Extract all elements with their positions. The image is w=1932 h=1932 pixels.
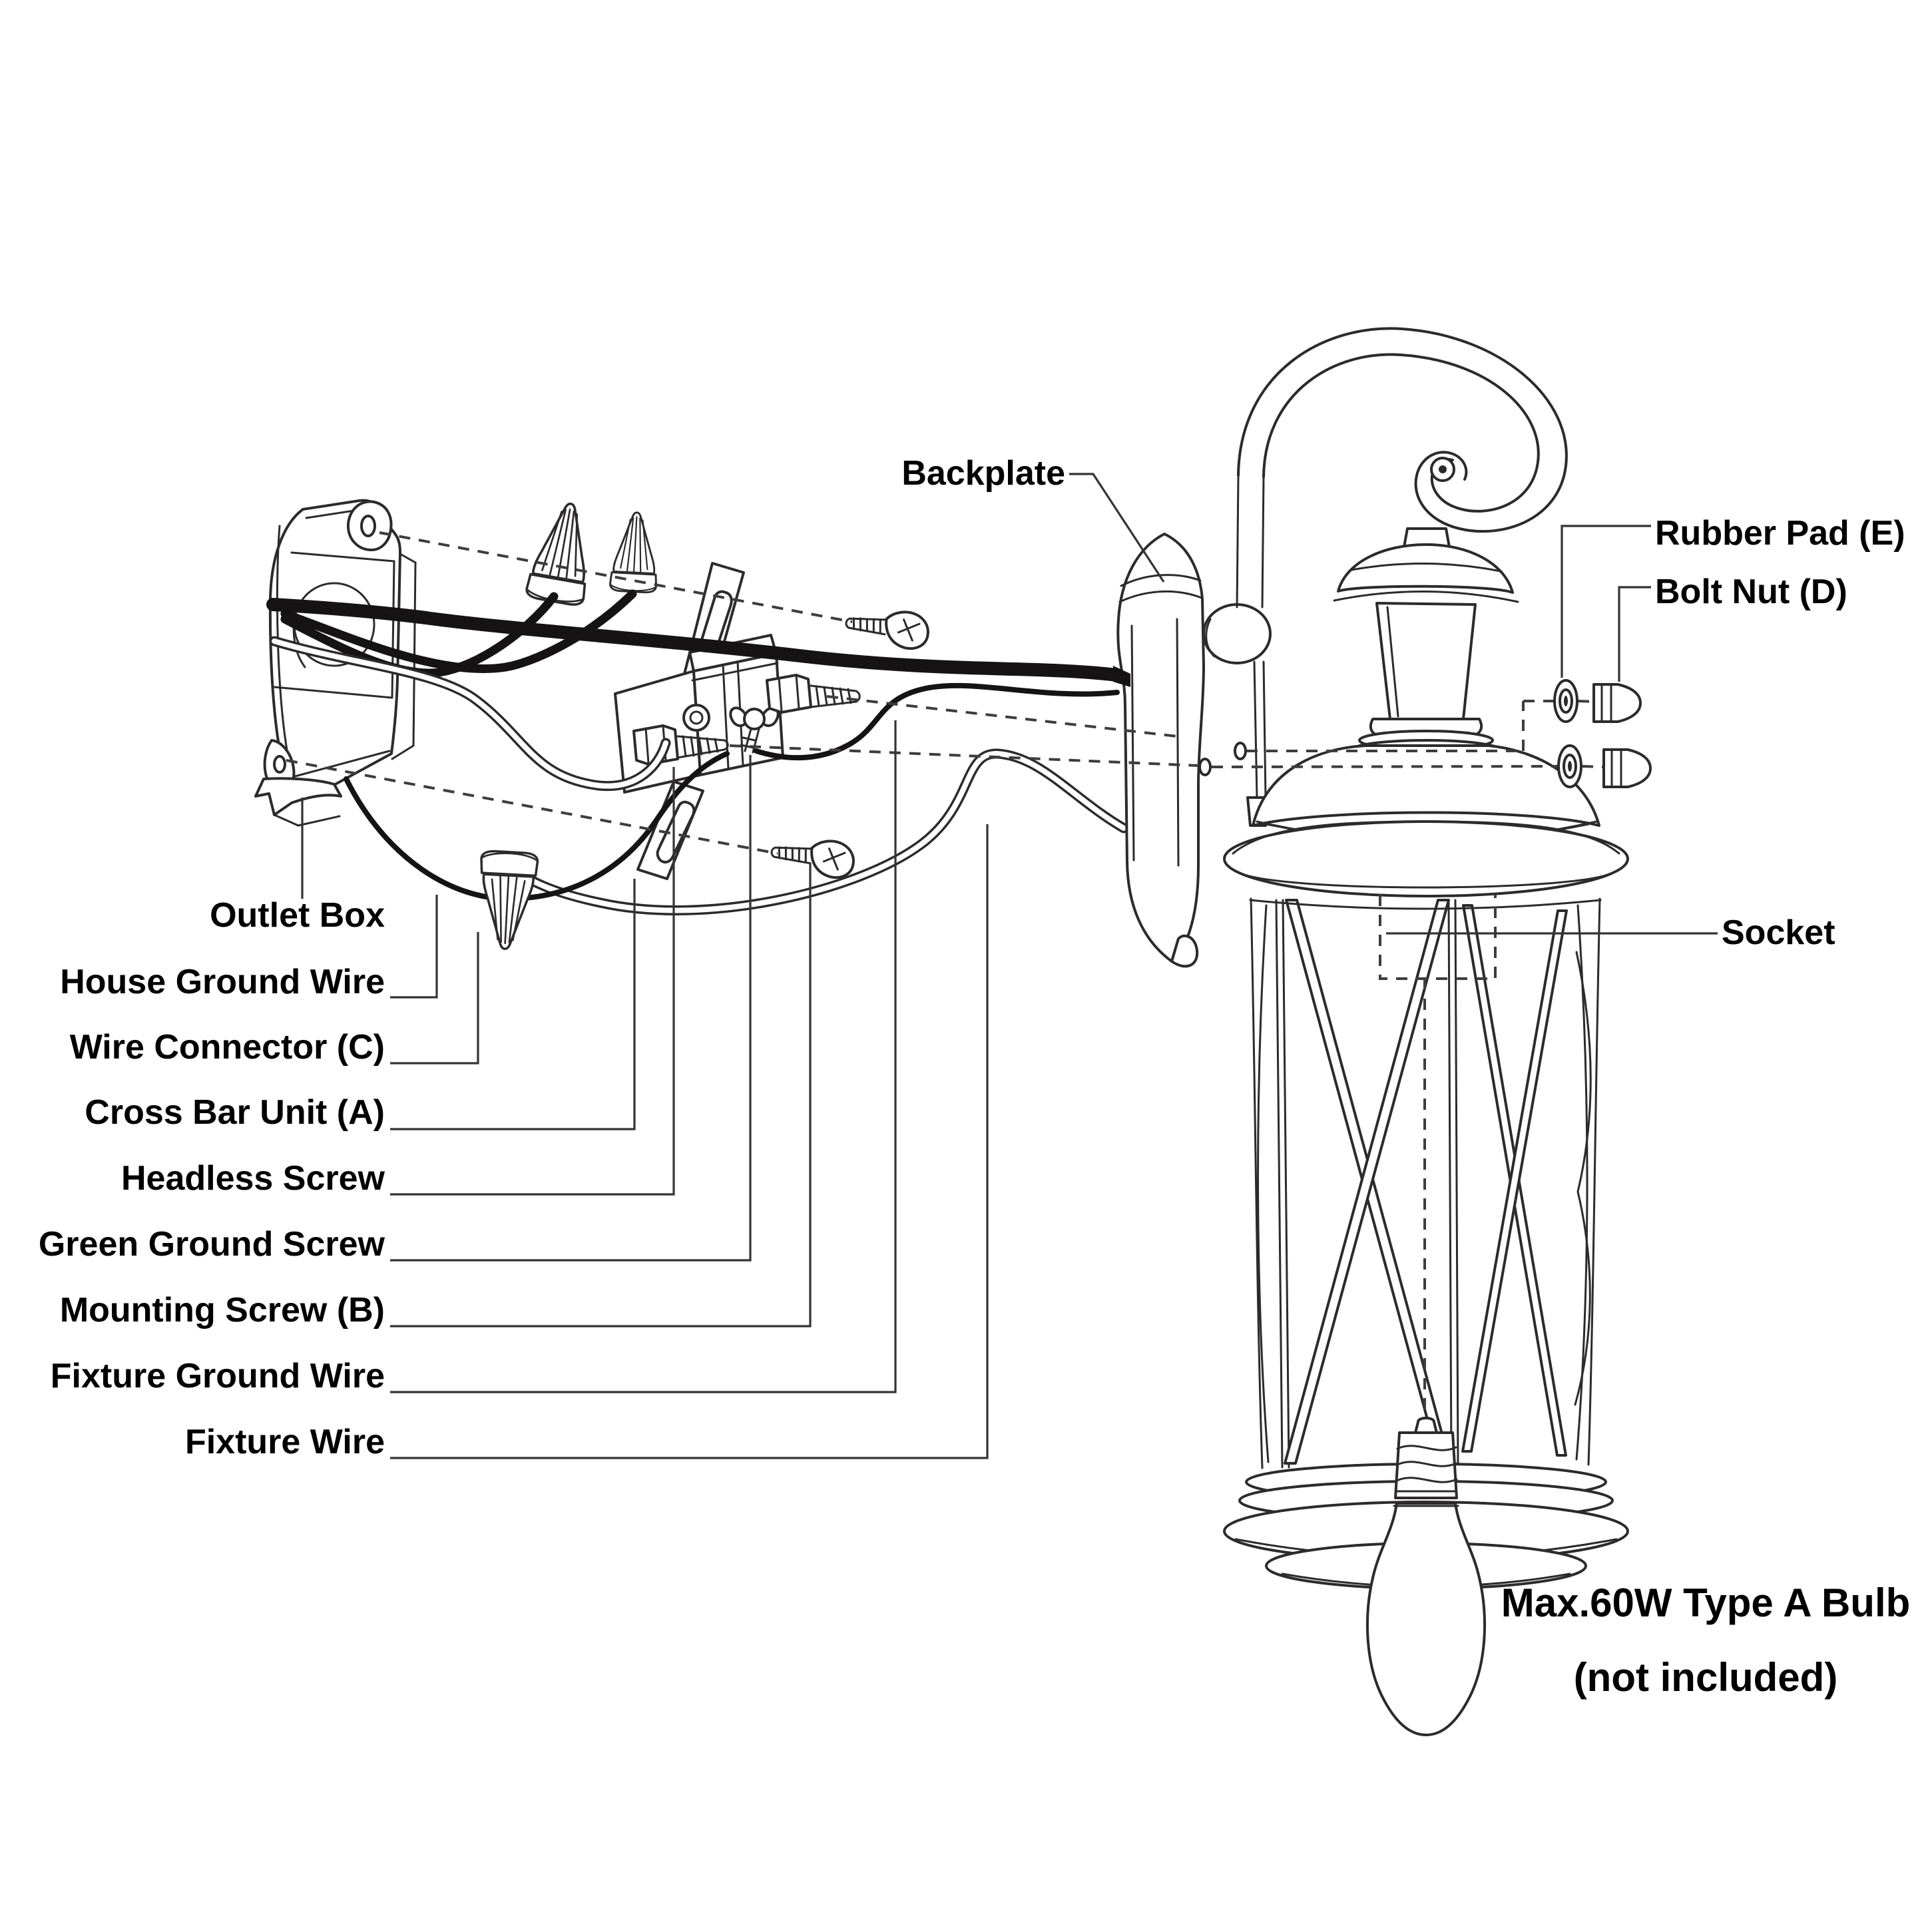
label-rubber-pad: Rubber Pad (E) [1655,514,1905,553]
headless-screw-upper [766,674,861,714]
label-fixture-ground-wire: Fixture Ground Wire [51,1357,385,1395]
label-headless-screw: Headless Screw [121,1159,385,1198]
wire-connector-1 [524,497,601,608]
mounting-screw-lower [768,834,857,881]
label-mounting-screw: Mounting Screw (B) [60,1291,385,1329]
bulb-drawing [1365,1417,1487,1736]
mounting-screw-upper [843,604,931,652]
bolt-nut-2 [1602,748,1652,788]
label-bulb-note-line1: Max.60W Type A Bulb [1501,1580,1911,1625]
label-green-ground-screw: Green Ground Screw [39,1225,385,1264]
green-ground-screw-drawing [729,706,780,754]
label-bulb-note-line2: (not included) [1574,1655,1838,1700]
leader-lines [301,473,1718,1459]
ground-screw-head [682,704,710,732]
backplate-drawing [1113,533,1272,968]
cross-bar-unit-drawing [614,562,861,880]
rubber-pad-2 [1557,744,1582,788]
bolt-nut-1 [1592,683,1642,723]
house-ground-wire-drawing [344,751,730,902]
labels: Backplate Rubber Pad (E) Bolt Nut (D) So… [39,454,1910,1700]
rubber-pad-1 [1553,679,1578,723]
lantern-ring-drawing [1223,820,1629,897]
label-wire-connector: Wire Connector (C) [70,1028,385,1067]
label-cross-bar-unit: Cross Bar Unit (A) [85,1093,385,1132]
lantern-dome [1252,744,1600,827]
lantern-top-drawing [1252,543,1600,842]
house-wires [266,589,1124,682]
fixture-wire-drawing [269,636,1129,915]
wire-connector-3 [475,849,539,952]
alignment-dashed-lines [286,531,1605,855]
socket-outline [1379,895,1497,1418]
label-outlet-box: Outlet Box [210,896,385,935]
label-house-ground-wire: House Ground Wire [60,963,385,1001]
label-bolt-nut: Bolt Nut (D) [1655,573,1847,611]
label-fixture-wire: Fixture Wire [185,1423,385,1461]
label-socket: Socket [1722,913,1835,952]
label-backplate: Backplate [901,454,1065,493]
